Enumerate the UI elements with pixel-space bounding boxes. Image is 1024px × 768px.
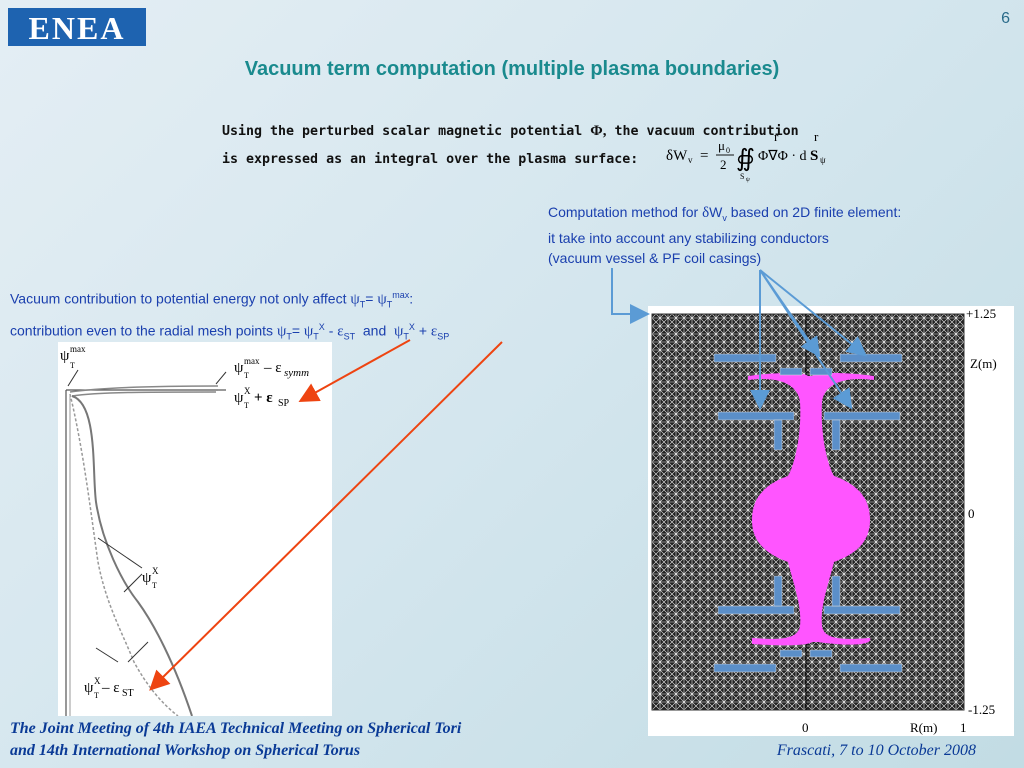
vacuum-line-2a: contribution even to the radial mesh poi…	[10, 323, 274, 340]
intro-line-1a: Using the perturbed scalar magnetic pote…	[222, 124, 583, 139]
formula-lhs: δW	[666, 148, 688, 164]
method-line-3: (vacuum vessel & PF coil casings)	[548, 249, 762, 266]
surface-sub: ψ	[746, 177, 750, 183]
T-4: T	[313, 331, 319, 342]
and-word: and	[362, 323, 387, 340]
label-X-3: X	[94, 676, 101, 686]
label-minus-eps: – ε	[263, 360, 282, 376]
label-plus-eps: + ε	[254, 390, 273, 406]
footer-date: Frascati, 7 to 10 October 2008	[776, 742, 976, 759]
vacuum-line-2: contribution even to the radial mesh poi…	[10, 316, 449, 348]
axis-r-label: R(m)	[910, 720, 937, 735]
method-text: Computation method for δWv based on 2D f…	[548, 202, 901, 268]
vec-arrow-2: r	[814, 133, 819, 144]
footer-conference: The Joint Meeting of 4th IAEA Technical …	[10, 718, 461, 762]
psi-3: ψ	[276, 324, 287, 341]
psi-1: ψ	[350, 291, 360, 308]
tick-bottom: -1.25	[968, 702, 995, 717]
label-T-3: T	[244, 401, 249, 410]
method-line-1: Computation method for δWv based on 2D f…	[548, 202, 901, 228]
label-X-2: X	[152, 566, 159, 576]
vacuum-energy-formula: r r δW v = μ 0 2 ∯ S ψ Φ∇Φ · d S ψ	[666, 133, 826, 183]
formula-two: 2	[720, 157, 727, 172]
formula-ds-sub: ψ	[820, 155, 826, 165]
finite-element-mesh-figure: +1.25 Z(m) 0 -1.25 0 R(m) 1	[648, 306, 1014, 736]
vec-arrow-1: r	[774, 133, 779, 144]
formula-lhs-sub: v	[688, 155, 693, 165]
formula-equals: =	[700, 148, 708, 164]
ST-sub: ST	[343, 331, 356, 342]
plus-1: +	[418, 323, 427, 340]
minus-1: -	[328, 323, 334, 340]
psi-4: ψ	[303, 324, 314, 341]
method-line-1b: based on 2D finite element:	[730, 204, 902, 220]
footer-line-1: The Joint Meeting of 4th IAEA Technical …	[10, 720, 462, 737]
vacuum-contribution-text: Vacuum contribution to potential energy …	[10, 284, 449, 349]
T-3: T	[286, 331, 292, 342]
method-line-1a: Computation method for	[548, 204, 699, 220]
label-minus-eps-2: – ε	[101, 680, 120, 696]
tick-mid: 0	[968, 506, 975, 521]
logo-text: ENEA	[29, 10, 126, 46]
label-T-2: T	[244, 371, 249, 380]
eps-1: ε	[337, 324, 344, 341]
T-2: T	[386, 299, 393, 310]
footer-line-2: and 14th International Workshop on Spher…	[10, 742, 361, 759]
label-psi-x-sp: ψ	[234, 390, 244, 406]
label-ST: ST	[122, 688, 134, 699]
psi-2: ψ	[377, 291, 387, 308]
delta-symbol: δ	[702, 205, 710, 221]
axis-z-label: Z(m)	[970, 356, 997, 371]
SP-sub: SP	[437, 331, 450, 342]
enea-logo: ENEA	[8, 8, 146, 46]
vacuum-line-1: Vacuum contribution to potential energy …	[10, 284, 449, 316]
mesh-surfaces-figure: ψ max T ψ max T – ε symm ψ X T + ε SP ψ …	[58, 342, 332, 716]
label-T-5: T	[94, 691, 99, 700]
page-number: 6	[1001, 10, 1010, 27]
X-sup-2: X	[408, 322, 415, 333]
formula-integrand: Φ∇Φ · d	[758, 149, 807, 164]
intro-line-1b: the vacuum contribution	[614, 124, 799, 139]
tick-top: +1.25	[966, 306, 996, 321]
left-T-sub-1: T	[70, 361, 75, 370]
formula-mu-sub: 0	[726, 146, 730, 155]
label-psi-max-symm: ψ	[234, 360, 244, 376]
integral-sign: ∯	[736, 146, 755, 172]
label-psi-x: ψ	[142, 570, 152, 586]
left-psi-max: ψ	[60, 348, 70, 364]
psi-5: ψ	[394, 324, 404, 341]
xtick-one: 1	[960, 720, 967, 735]
label-psi-x-st: ψ	[84, 680, 94, 696]
method-w: W	[709, 204, 723, 220]
slide-title: Vacuum term computation (multiple plasma…	[244, 58, 780, 80]
max-sup: max	[392, 290, 410, 300]
intro-text: Using the perturbed scalar magnetic pote…	[222, 117, 799, 174]
plasma-shape	[748, 373, 874, 646]
intro-line-1: Using the perturbed scalar magnetic pote…	[222, 117, 799, 146]
label-X-1: X	[244, 386, 251, 396]
eq-1: =	[365, 290, 374, 307]
T-1: T	[359, 299, 366, 310]
label-T-4: T	[152, 581, 157, 590]
eps-2: ε	[430, 324, 438, 341]
left-max-sup: max	[70, 344, 86, 354]
method-line-2: it take into account any stabilizing con…	[548, 229, 829, 246]
surface-label: S	[740, 172, 744, 181]
formula-ds: S	[810, 148, 818, 164]
label-max-2: max	[244, 356, 260, 366]
label-symm: symm	[284, 367, 309, 379]
vacuum-line-1a: Vacuum contribution to potential energy …	[10, 290, 347, 307]
colon: :	[409, 290, 414, 307]
formula-mu: μ	[718, 138, 725, 153]
label-SP: SP	[278, 398, 290, 409]
xtick-zero: 0	[802, 720, 809, 735]
method-w-sub: v	[722, 212, 727, 223]
eq-2: =	[291, 323, 301, 340]
T-5: T	[403, 331, 409, 342]
intro-line-2: is expressed as an integral over the pla…	[222, 152, 639, 167]
blue-arrow-vessel	[611, 268, 650, 324]
phi-symbol: Φ,	[590, 123, 607, 139]
X-sup-1: X	[318, 322, 325, 333]
